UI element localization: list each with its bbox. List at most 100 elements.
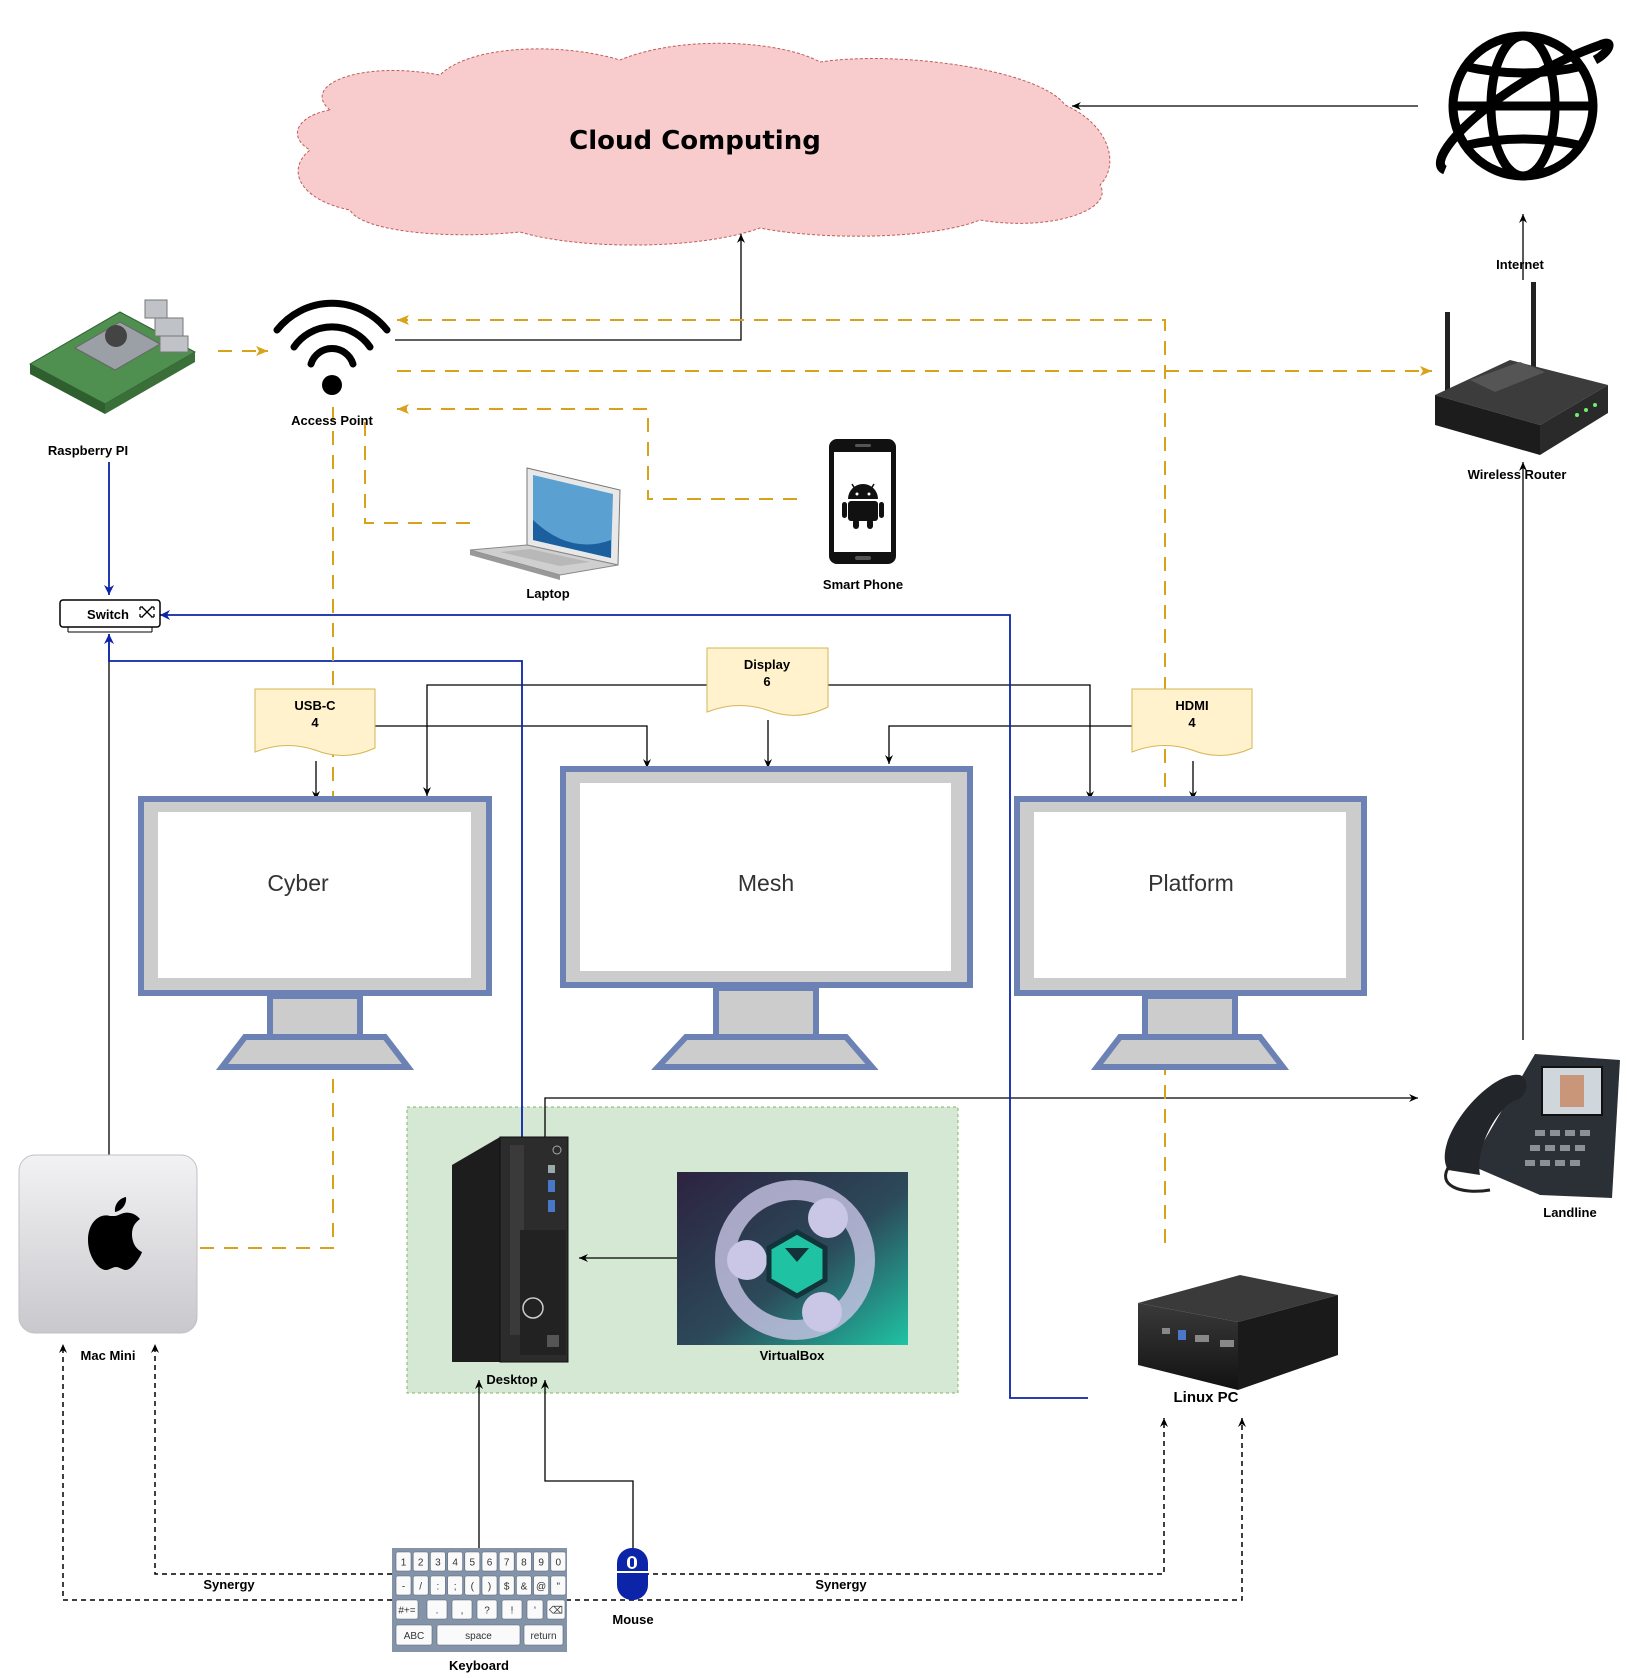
key[interactable]: [395, 1599, 419, 1620]
key[interactable]: [516, 1551, 532, 1572]
key[interactable]: [498, 1575, 515, 1596]
key[interactable]: [498, 1551, 515, 1572]
key[interactable]: [481, 1551, 498, 1572]
linux-pc-icon[interactable]: [1138, 1275, 1338, 1390]
key[interactable]: [464, 1551, 481, 1572]
usbc-cable-note[interactable]: USB-C 4: [254, 688, 376, 756]
monitor-platform-label: Platform: [1148, 870, 1234, 896]
key-return-label: return: [530, 1631, 556, 1642]
globe-icon[interactable]: [1435, 31, 1614, 181]
raspberry-pi-label: Raspberry PI: [48, 443, 128, 458]
landline-label: Landline: [1543, 1205, 1596, 1220]
key-label: ': [534, 1606, 536, 1617]
key-label: 7: [504, 1558, 510, 1569]
android-icon: [842, 483, 884, 529]
key-label: 4: [452, 1558, 458, 1569]
key-label: /: [419, 1582, 422, 1593]
key-abc[interactable]: [395, 1624, 433, 1646]
mouse-icon[interactable]: [617, 1548, 648, 1600]
key[interactable]: [546, 1599, 566, 1620]
key[interactable]: [395, 1551, 412, 1572]
keyboard-row-4: ABC space return: [395, 1624, 564, 1646]
key-label: 2: [418, 1558, 424, 1569]
monitor-cyber-label: Cyber: [267, 870, 329, 896]
key-label: ⌫: [549, 1606, 563, 1617]
access-point-label: Access Point: [291, 413, 373, 428]
virtualbox-image[interactable]: [677, 1172, 908, 1345]
internet-label: Internet: [1496, 257, 1544, 272]
key-label: (: [471, 1582, 475, 1593]
key-label: 3: [435, 1558, 441, 1569]
raspberry-pi-icon[interactable]: [28, 299, 197, 414]
key-label: #+=: [398, 1606, 415, 1617]
key-label: $: [504, 1582, 510, 1593]
key[interactable]: [464, 1575, 481, 1596]
key-label: 0: [556, 1558, 562, 1569]
virtualbox-label: VirtualBox: [760, 1348, 826, 1363]
mac-mini-label: Mac Mini: [81, 1348, 136, 1363]
key[interactable]: [481, 1575, 498, 1596]
key-space[interactable]: [436, 1624, 521, 1646]
key-label: ,: [461, 1606, 464, 1617]
key[interactable]: [430, 1575, 446, 1596]
wireless-router-label: Wireless Router: [1468, 467, 1567, 482]
key[interactable]: [533, 1575, 549, 1596]
monitor-mesh[interactable]: Mesh: [560, 766, 973, 1070]
key[interactable]: [476, 1599, 498, 1620]
wireless-router-icon[interactable]: [1435, 282, 1608, 455]
display-cable-count: 6: [763, 674, 770, 689]
key-label: ): [488, 1582, 491, 1593]
synergy-label-right: Synergy: [815, 1577, 867, 1592]
keyboard-row-3: #+=.,?!'⌫: [395, 1599, 566, 1620]
key-label: 8: [521, 1558, 527, 1569]
landline-phone-icon[interactable]: [1444, 1054, 1620, 1198]
laptop-label: Laptop: [526, 586, 569, 601]
switch-label: Switch: [87, 607, 129, 622]
key-label: ?: [484, 1606, 490, 1617]
key[interactable]: [447, 1551, 463, 1572]
key-space-label: space: [465, 1631, 492, 1642]
key-label: -: [402, 1582, 405, 1593]
usbc-cable-name: USB-C: [294, 698, 336, 713]
key-label: :: [437, 1582, 440, 1593]
key[interactable]: [501, 1599, 523, 1620]
key[interactable]: [412, 1575, 429, 1596]
display-cable-note[interactable]: Display 6: [706, 647, 829, 716]
key-label: 6: [487, 1558, 493, 1569]
key[interactable]: [426, 1599, 448, 1620]
key[interactable]: [447, 1575, 463, 1596]
usbc-cable-count: 4: [311, 715, 319, 730]
switch-icon[interactable]: [59, 599, 161, 633]
desktop-tower-icon[interactable]: [452, 1136, 569, 1363]
key-return[interactable]: [523, 1624, 564, 1646]
laptop-icon[interactable]: [469, 467, 621, 580]
key[interactable]: [451, 1599, 473, 1620]
key[interactable]: [526, 1599, 544, 1620]
key-label: !: [511, 1606, 514, 1617]
hdmi-cable-note[interactable]: HDMI 4: [1131, 688, 1253, 756]
cloud-shape[interactable]: [297, 42, 1111, 246]
key[interactable]: [412, 1551, 429, 1572]
keyboard-label: Keyboard: [449, 1658, 509, 1673]
key[interactable]: [550, 1551, 567, 1572]
key[interactable]: [550, 1575, 567, 1596]
key[interactable]: [516, 1575, 532, 1596]
mouse-label: Mouse: [612, 1612, 653, 1627]
monitor-cyber[interactable]: Cyber: [138, 796, 492, 1070]
display-cable-name: Display: [744, 657, 791, 672]
key-label: ": [557, 1582, 561, 1593]
key-label: 9: [538, 1558, 544, 1569]
smart-phone-label: Smart Phone: [823, 577, 903, 592]
key[interactable]: [395, 1575, 412, 1596]
key-abc-label: ABC: [404, 1631, 425, 1642]
monitor-platform[interactable]: Platform: [1014, 796, 1367, 1070]
wifi-icon[interactable]: [273, 299, 391, 395]
synergy-label-left: Synergy: [203, 1577, 255, 1592]
key[interactable]: [533, 1551, 549, 1572]
keyboard-row-2: -/:;()$&@": [395, 1575, 567, 1596]
key-label: ;: [454, 1582, 457, 1593]
hdmi-cable-count: 4: [1188, 715, 1196, 730]
desktop-label: Desktop: [486, 1372, 537, 1387]
key[interactable]: [430, 1551, 446, 1572]
